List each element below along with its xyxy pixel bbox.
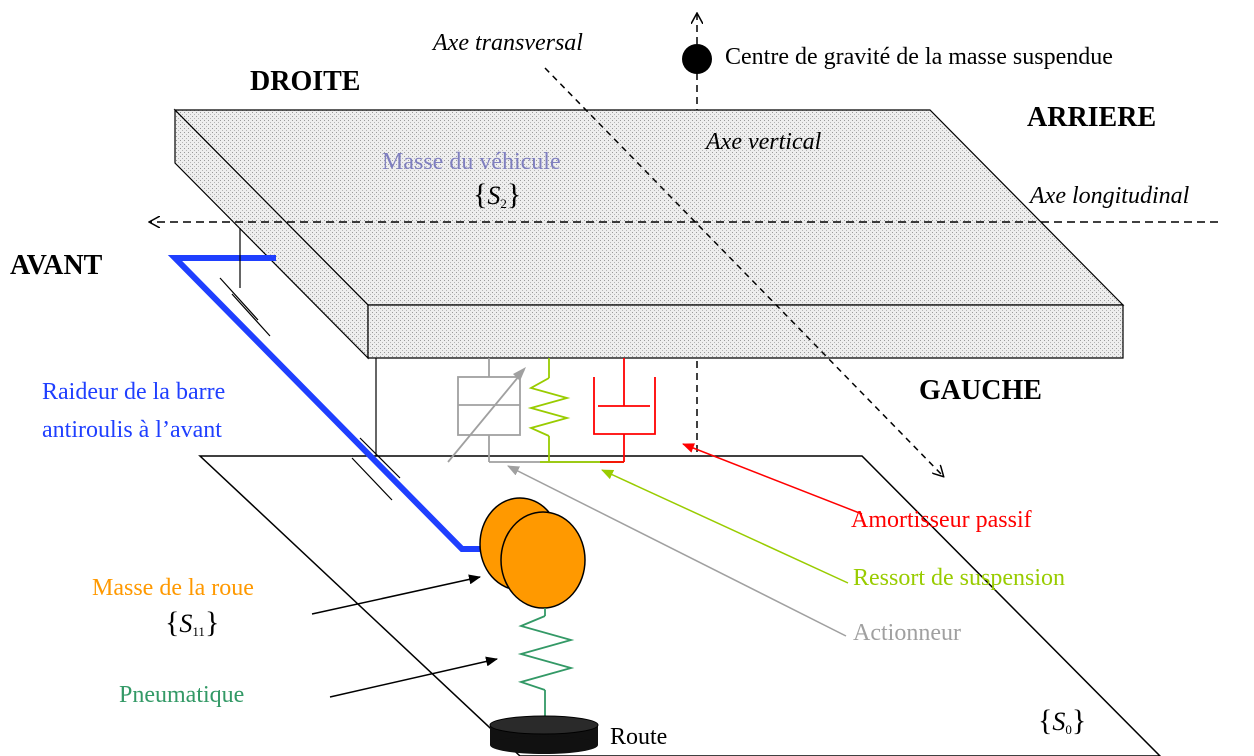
- label-droite: DROITE: [250, 66, 361, 97]
- label-gauche: GAUCHE: [919, 375, 1042, 406]
- centre-of-gravity-dot: [682, 44, 712, 74]
- label-masse-vehicule: Masse du véhicule: [382, 149, 561, 175]
- label-barre-antiroulis-2: antiroulis à l’avant: [42, 417, 222, 443]
- antiroll-bar: [167, 228, 485, 552]
- label-axe-transversal: Axe transversal: [433, 30, 583, 56]
- label-arriere: ARRIERE: [1027, 102, 1157, 133]
- label-axe-vertical: Axe vertical: [706, 129, 822, 155]
- symbol-s0: {S0}: [1038, 704, 1087, 737]
- suspension-spring: [527, 358, 571, 462]
- label-actionneur: Actionneur: [853, 620, 961, 646]
- road-contact: [489, 715, 599, 754]
- transversal-axis: [544, 67, 943, 476]
- wheel-callout: [311, 574, 481, 615]
- symbol-s2: {S2}: [473, 178, 522, 211]
- label-route: Route: [610, 724, 668, 750]
- label-ressort: Ressort de suspension: [853, 565, 1065, 591]
- label-axe-longitudinal: Axe longitudinal: [1030, 183, 1190, 209]
- tire-callout: [329, 656, 498, 698]
- road-plane: [198, 455, 1162, 756]
- wheel: [479, 497, 586, 609]
- label-amortisseur: Amortisseur passif: [851, 507, 1032, 533]
- passive-damper: [593, 358, 656, 462]
- label-masse-roue: Masse de la roue: [92, 575, 254, 601]
- vehicle-body: [173, 108, 1125, 360]
- actuator-callout: [507, 465, 847, 637]
- label-pneumatique: Pneumatique: [119, 682, 245, 708]
- actuator-symbol: [447, 358, 526, 463]
- damper-callout: [682, 443, 863, 515]
- tire-spring: [517, 608, 575, 716]
- label-barre-antiroulis-1: Raideur de la barre: [42, 379, 226, 405]
- symbol-s11: {S11}: [165, 606, 220, 639]
- label-avant: AVANT: [10, 250, 103, 281]
- label-centre-gravite: Centre de gravité de la masse suspendue: [725, 44, 1113, 70]
- spring-callout: [601, 469, 849, 584]
